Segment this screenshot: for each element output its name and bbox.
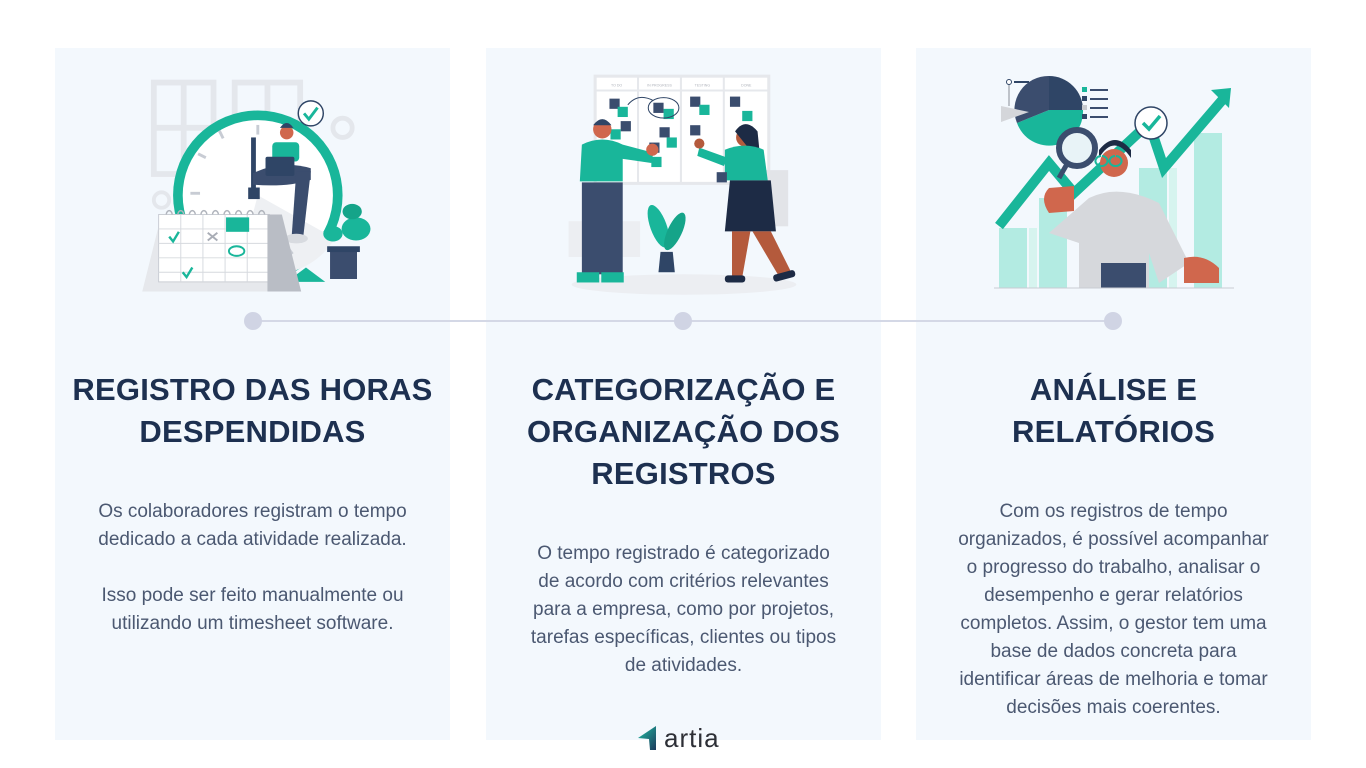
timeline-dot-2 (674, 312, 692, 330)
step-description: Os colaboradores registram o tempo dedic… (67, 498, 438, 638)
step-card-categorizacao: TO DO IN PROGRESS TESTING DONE (486, 48, 881, 740)
title-line: DESPENDIDAS (139, 414, 366, 449)
title-line: ORGANIZAÇÃO DOS (527, 414, 840, 449)
analytics-magnifier-illustration (984, 68, 1244, 308)
description-line: para a empresa, como por projetos, (533, 599, 834, 620)
description-line: utilizando um timesheet software. (111, 613, 394, 634)
kanban-board-team-illustration: TO DO IN PROGRESS TESTING DONE (554, 68, 814, 308)
artia-logo-mark-icon (638, 726, 656, 750)
step-card-registro: REGISTRO DAS HORAS DESPENDIDAS Os colabo… (55, 48, 450, 740)
step-title: CATEGORIZAÇÃO E ORGANIZAÇÃO DOS REGISTRO… (486, 369, 881, 495)
description-line: Os colaboradores registram o tempo (98, 501, 407, 522)
description-line: base de dados concreta para (990, 641, 1237, 662)
board-column-label: TESTING (694, 83, 710, 87)
step-title: ANÁLISE E RELATÓRIOS (916, 369, 1311, 453)
step-card-analise: ANÁLISE E RELATÓRIOS Com os registros de… (916, 48, 1311, 740)
description-line: organizados, é possível acompanhar (958, 529, 1269, 550)
description-line: O tempo registrado é categorizado (537, 543, 830, 564)
step-description: Com os registros de tempo organizados, é… (928, 498, 1299, 722)
title-line: REGISTRO DAS HORAS (72, 372, 433, 407)
description-line: tarefas específicas, clientes ou tipos (530, 627, 837, 648)
description-line: decisões mais coerentes. (1006, 697, 1221, 718)
artia-logo: artia (638, 724, 720, 752)
description-line: dedicado a cada atividade realizada. (98, 529, 407, 550)
title-line: CATEGORIZAÇÃO E (531, 372, 836, 407)
title-line: REGISTROS (591, 456, 776, 491)
logo-text: artia (664, 723, 720, 753)
board-column-label: DONE (741, 83, 752, 87)
description-line: Isso pode ser feito manualmente ou (101, 585, 404, 606)
title-line: RELATÓRIOS (1012, 414, 1215, 449)
description-line: de acordo com critérios relevantes (538, 571, 829, 592)
title-line: ANÁLISE E (1029, 372, 1198, 407)
clock-calendar-person-illustration (123, 68, 383, 308)
description-line: identificar áreas de melhoria e tomar (959, 669, 1268, 690)
board-column-label: IN PROGRESS (647, 83, 672, 87)
step-title: REGISTRO DAS HORAS DESPENDIDAS (55, 369, 450, 453)
board-column-label: TO DO (610, 83, 621, 87)
step-description: O tempo registrado é categorizado de aco… (498, 540, 869, 680)
timeline-dot-1 (244, 312, 262, 330)
description-line: de atividades. (624, 655, 743, 676)
description-line: Com os registros de tempo (999, 501, 1228, 522)
description-line: completos. Assim, o gestor tem uma (960, 613, 1267, 634)
description-line: desempenho e gerar relatórios (984, 585, 1243, 606)
description-line: o progresso do trabalho, analisar o (966, 557, 1261, 578)
timeline-dot-3 (1104, 312, 1122, 330)
